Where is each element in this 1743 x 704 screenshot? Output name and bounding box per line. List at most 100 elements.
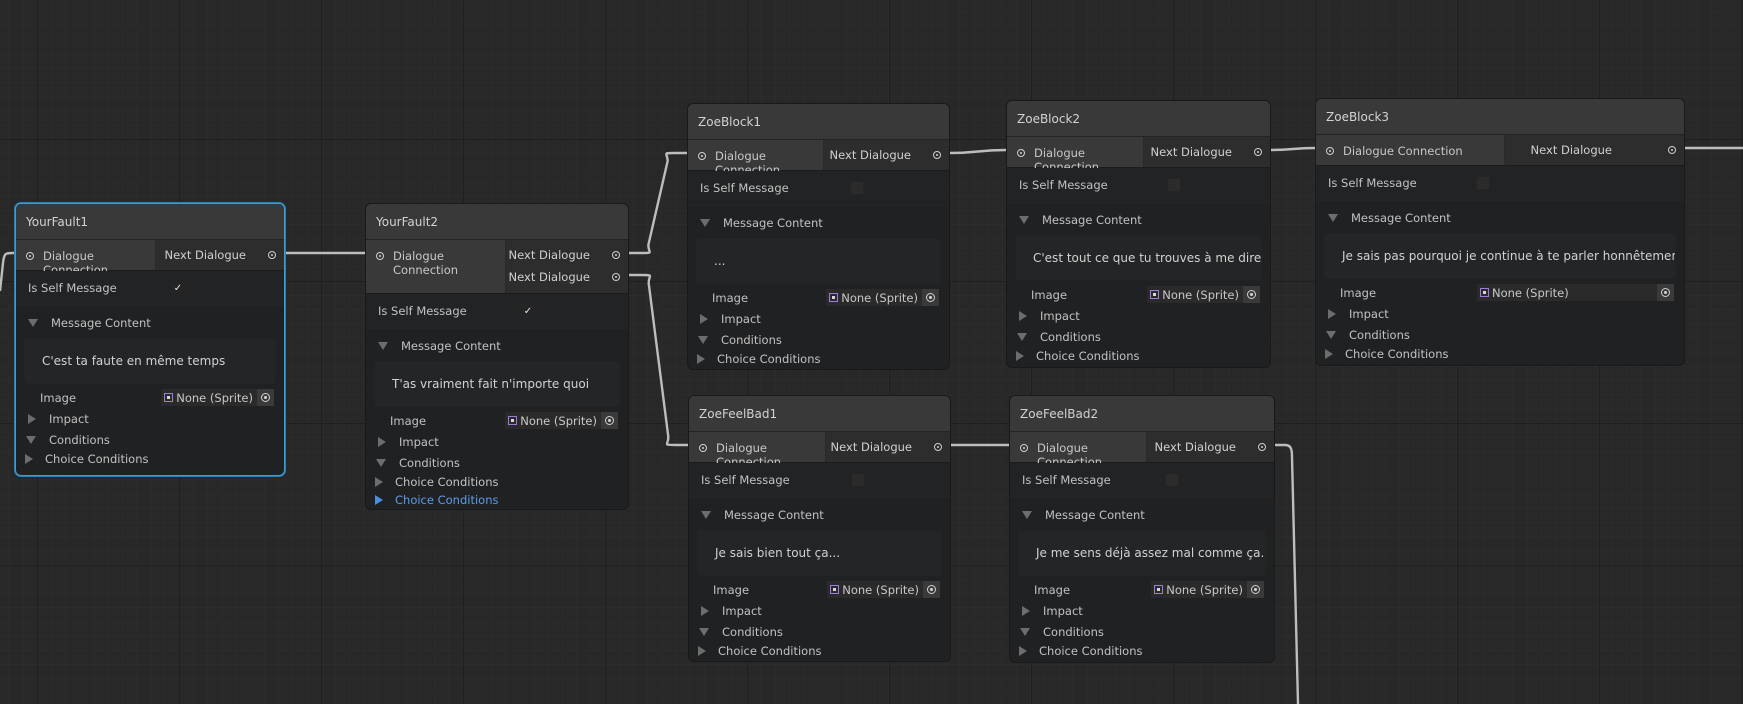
port-dot-icon[interactable] [1017, 149, 1025, 157]
message-content-foldout[interactable]: Message Content [1010, 504, 1274, 525]
connection-wire[interactable] [0, 251, 15, 292]
port-dot-icon[interactable] [1254, 148, 1262, 156]
node-title[interactable]: ZoeBlock1 [688, 104, 949, 140]
node-title[interactable]: ZoeFeelBad2 [1010, 396, 1274, 432]
object-picker-button[interactable] [257, 389, 274, 406]
port-dot-icon[interactable] [1020, 444, 1028, 452]
is-self-message-checkbox[interactable] [850, 181, 864, 195]
choice-conditions-foldout[interactable]: Choice Conditions [1316, 345, 1684, 363]
node-title[interactable]: ZoeBlock2 [1007, 101, 1270, 137]
message-content-foldout[interactable]: Message Content [688, 212, 949, 233]
input-port-dialogue-connection[interactable]: Dialogue Connection [689, 432, 826, 469]
conditions-foldout[interactable]: Conditions [16, 429, 284, 450]
output-port-next-dialogue[interactable]: Next Dialogue [826, 436, 950, 458]
choice-conditions-foldout[interactable]: Choice Conditions [366, 473, 628, 491]
port-dot-icon[interactable] [26, 252, 34, 260]
impact-foldout[interactable]: Impact [1316, 303, 1684, 324]
message-text-field[interactable]: Je sais bien tout ça... [697, 530, 942, 576]
port-dot-icon[interactable] [612, 251, 620, 259]
is-self-message-checkbox[interactable] [1476, 176, 1490, 190]
dialogue-node-zoeblock3[interactable]: ZoeBlock3 Dialogue Connection Next Dialo… [1315, 98, 1685, 366]
image-object-field[interactable]: None (Sprite) [1151, 581, 1264, 598]
is-self-message-checkbox[interactable] [1167, 178, 1181, 192]
object-picker-button[interactable] [601, 412, 618, 429]
dialogue-node-yourfault2[interactable]: YourFault2 Dialogue Connection Next Dial… [365, 203, 629, 510]
output-port-next-dialogue[interactable]: Next Dialogue [506, 244, 628, 266]
conditions-foldout[interactable]: Conditions [366, 452, 628, 473]
output-port-next-dialogue[interactable]: Next Dialogue [1147, 436, 1274, 458]
connection-wire[interactable] [629, 273, 688, 447]
dialogue-node-yourfault1[interactable]: YourFault1 Dialogue Connection Next Dial… [15, 203, 285, 476]
port-dot-icon[interactable] [933, 151, 941, 159]
input-port-dialogue-connection[interactable]: Dialogue Connection [1316, 135, 1505, 165]
message-text-field[interactable]: ... [696, 238, 941, 284]
object-picker-button[interactable] [1243, 286, 1260, 303]
input-port-dialogue-connection[interactable]: Dialogue Connection [366, 240, 506, 293]
input-port-dialogue-connection[interactable]: Dialogue Connection [688, 140, 824, 177]
choice-conditions-foldout[interactable]: Choice Conditions [689, 642, 950, 660]
image-object-field[interactable]: None (Sprite) [1477, 284, 1674, 301]
object-picker-button[interactable] [923, 581, 940, 598]
choice-conditions-foldout[interactable]: Choice Conditions [1010, 642, 1274, 660]
conditions-foldout[interactable]: Conditions [1316, 324, 1684, 345]
port-dot-icon[interactable] [1326, 147, 1334, 155]
port-dot-icon[interactable] [1258, 443, 1266, 451]
object-picker-button[interactable] [922, 289, 939, 306]
object-picker-button[interactable] [1657, 284, 1674, 301]
output-port-next-dialogue[interactable]: Next Dialogue [824, 144, 949, 166]
message-content-foldout[interactable]: Message Content [366, 335, 628, 356]
message-content-foldout[interactable]: Message Content [689, 504, 950, 525]
image-object-field[interactable]: None (Sprite) [1147, 286, 1260, 303]
output-port-next-dialogue[interactable]: Next Dialogue [156, 244, 284, 266]
node-title[interactable]: ZoeFeelBad1 [689, 396, 950, 432]
image-object-field[interactable]: None (Sprite) [826, 289, 939, 306]
port-dot-icon[interactable] [699, 444, 707, 452]
port-dot-icon[interactable] [612, 273, 620, 281]
output-port-next-dialogue[interactable]: Next Dialogue [1505, 139, 1684, 161]
port-dot-icon[interactable] [376, 252, 384, 260]
dialogue-node-zoeblock2[interactable]: ZoeBlock2 Dialogue Connection Next Dialo… [1006, 100, 1271, 368]
choice-conditions-foldout[interactable]: Choice Conditions [366, 491, 628, 509]
impact-foldout[interactable]: Impact [688, 308, 949, 329]
impact-foldout[interactable]: Impact [689, 600, 950, 621]
impact-foldout[interactable]: Impact [1007, 305, 1270, 326]
connection-wire[interactable] [1275, 443, 1300, 704]
object-picker-button[interactable] [1247, 581, 1264, 598]
node-title[interactable]: YourFault2 [366, 204, 628, 240]
input-port-dialogue-connection[interactable]: Dialogue Connection [1010, 432, 1147, 469]
is-self-message-checkbox[interactable]: ✓ [171, 281, 185, 295]
image-object-field[interactable]: None (Sprite) [161, 389, 274, 406]
port-dot-icon[interactable] [934, 443, 942, 451]
input-port-dialogue-connection[interactable]: Dialogue Connection [1007, 137, 1144, 174]
is-self-message-checkbox[interactable]: ✓ [521, 304, 535, 318]
node-title[interactable]: YourFault1 [16, 204, 284, 240]
conditions-foldout[interactable]: Conditions [688, 329, 949, 350]
input-port-dialogue-connection[interactable]: Dialogue Connection [16, 240, 156, 277]
choice-conditions-foldout[interactable]: Choice Conditions [16, 450, 284, 468]
output-port-next-dialogue[interactable]: Next Dialogue [1144, 141, 1270, 163]
image-object-field[interactable]: None (Sprite) [827, 581, 940, 598]
choice-conditions-foldout[interactable]: Choice Conditions [1007, 347, 1270, 365]
port-dot-icon[interactable] [698, 152, 706, 160]
port-dot-icon[interactable] [1668, 146, 1676, 154]
message-text-field[interactable]: Je me sens déjà assez mal comme ça.. [1018, 530, 1266, 576]
conditions-foldout[interactable]: Conditions [689, 621, 950, 642]
impact-foldout[interactable]: Impact [366, 431, 628, 452]
dialogue-node-zoefeelbad2[interactable]: ZoeFeelBad2 Dialogue Connection Next Dia… [1009, 395, 1275, 663]
connection-wire[interactable] [629, 151, 687, 255]
connection-wire[interactable] [1270, 146, 1316, 152]
conditions-foldout[interactable]: Conditions [1007, 326, 1270, 347]
message-text-field[interactable]: C'est ta faute en même temps [24, 338, 276, 384]
message-content-foldout[interactable]: Message Content [16, 312, 284, 333]
impact-foldout[interactable]: Impact [16, 408, 284, 429]
choice-conditions-foldout[interactable]: Choice Conditions [688, 350, 949, 368]
conditions-foldout[interactable]: Conditions [1010, 621, 1274, 642]
message-text-field[interactable]: T'as vraiment fait n'importe quoi [374, 361, 620, 407]
impact-foldout[interactable]: Impact [1010, 600, 1274, 621]
message-text-field[interactable]: C'est tout ce que tu trouves à me dire ? [1015, 235, 1262, 281]
port-dot-icon[interactable] [268, 251, 276, 259]
message-text-field[interactable]: Je sais pas pourquoi je continue à te pa… [1324, 233, 1676, 279]
is-self-message-checkbox[interactable] [851, 473, 865, 487]
connection-wire[interactable] [949, 148, 1007, 155]
image-object-field[interactable]: None (Sprite) [505, 412, 618, 429]
